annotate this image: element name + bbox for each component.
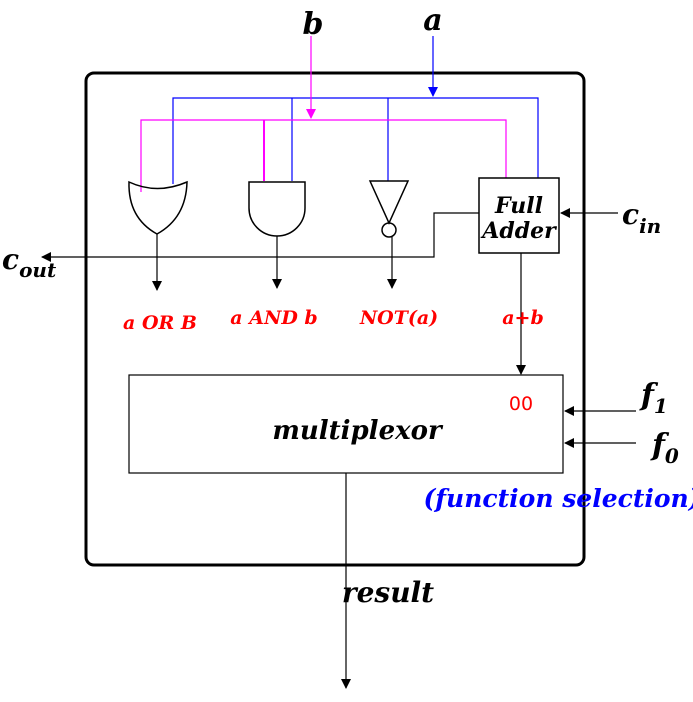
- f0-label: f0: [650, 428, 679, 468]
- function-selection-caption: (function selection): [423, 484, 693, 513]
- f1-label: f1: [639, 378, 668, 418]
- result-label: result: [342, 576, 434, 609]
- multiplexor-label: multiplexor: [272, 416, 444, 446]
- or-output-label: a OR B: [123, 312, 197, 334]
- alu-outer-box: [84, 71, 586, 567]
- cin-label: cin: [622, 198, 661, 238]
- input-b-wire: [140, 36, 507, 192]
- and-gate: [248, 181, 306, 237]
- not-output-label: NOT(a): [359, 307, 438, 329]
- or-gate: [128, 180, 188, 235]
- input-a-label: a: [423, 3, 442, 38]
- sum-output-label: a+b: [502, 307, 544, 329]
- full-adder-label-line1: Full: [494, 193, 543, 219]
- input-b-label: b: [303, 7, 324, 42]
- cout-label: cout: [2, 243, 57, 282]
- and-output-label: a AND b: [230, 307, 317, 329]
- cout-wire: [41, 212, 479, 262]
- full-adder-label-line2: Adder: [480, 218, 557, 244]
- full-adder-box: [478, 177, 560, 254]
- multiplexor-select-value: 00: [509, 393, 533, 415]
- input-a-wire: [172, 36, 539, 184]
- not-gate: [368, 180, 410, 238]
